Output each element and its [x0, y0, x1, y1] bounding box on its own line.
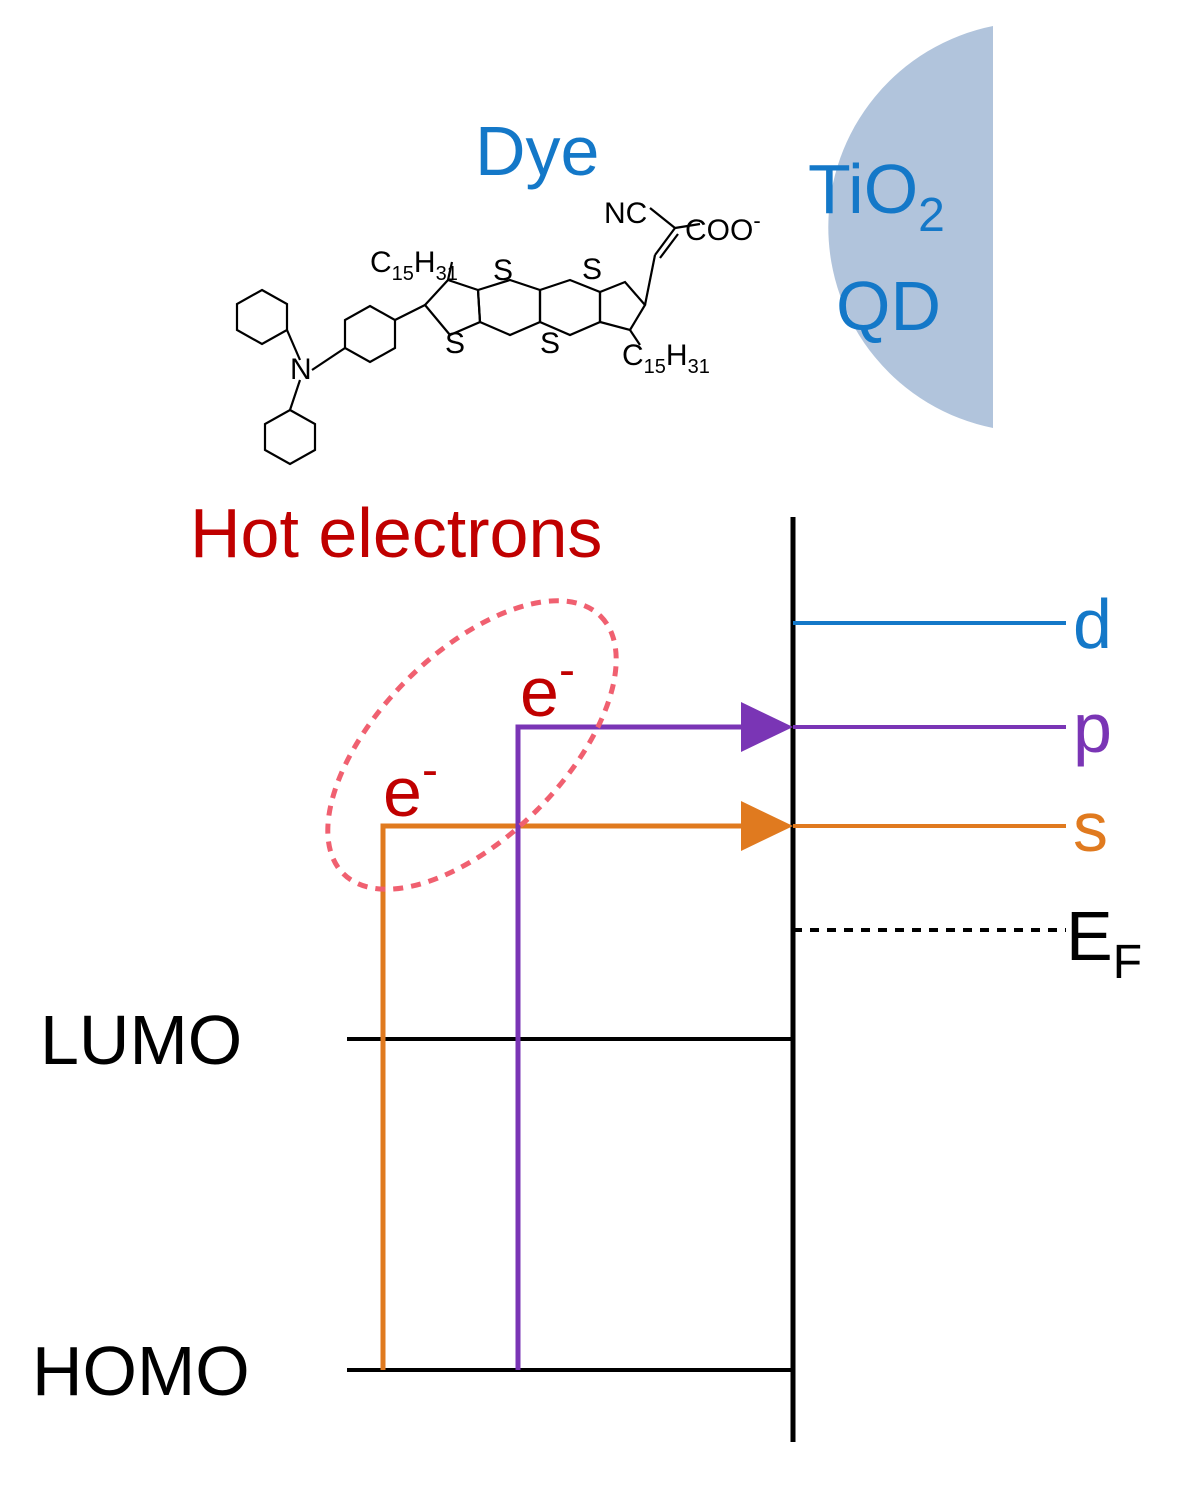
dye-molecule-structure: [235, 207, 701, 466]
homo-label: HOMO: [32, 1332, 250, 1410]
dye-label: Dye: [475, 112, 599, 190]
hot-electrons-label: Hot electrons: [190, 494, 602, 572]
alkyl-chain-upper: C15H31: [370, 246, 458, 285]
phenyl-ring-lower: [263, 408, 317, 466]
s-transfer-arrowhead: [741, 801, 793, 851]
level-d-label: d: [1073, 585, 1112, 663]
s-excitation-path: [380, 823, 745, 1370]
level-p-label: p: [1073, 689, 1112, 767]
phenyl-ring-middle: [343, 304, 397, 364]
p-transfer-arrowhead: [741, 702, 793, 752]
alkyl-chain-lower: C15H31: [622, 339, 710, 378]
sulfur-atom-2: S: [582, 253, 602, 286]
p-excitation-path: [515, 724, 745, 1370]
electron-label-p: e-: [520, 644, 575, 731]
nitrile-group: NC: [604, 197, 647, 230]
electron-label-s: e-: [383, 744, 438, 831]
phenyl-ring-upper: [235, 288, 289, 346]
lumo-label: LUMO: [40, 1001, 242, 1079]
sulfur-atom-1: S: [493, 254, 513, 287]
hot-electron-highlight-ellipse: [325, 598, 619, 892]
qd-label: QD: [836, 267, 941, 345]
tio2-quantum-dot: [828, 26, 993, 428]
dye-molecule-labels: N S S S S NC COO- C15H31 C15H31: [290, 197, 761, 386]
sulfur-atom-3: S: [445, 327, 465, 360]
sulfur-atom-4: S: [540, 327, 560, 360]
fermi-level-label: EF: [1066, 897, 1142, 989]
level-s-label: s: [1073, 788, 1108, 866]
thiophene-ring-4: [598, 280, 647, 332]
carboxylate-group: COO-: [685, 208, 761, 247]
tio2-label: TiO2: [808, 150, 945, 242]
nitrogen-atom: N: [290, 353, 312, 386]
thiophene-ring-2: [476, 278, 542, 337]
